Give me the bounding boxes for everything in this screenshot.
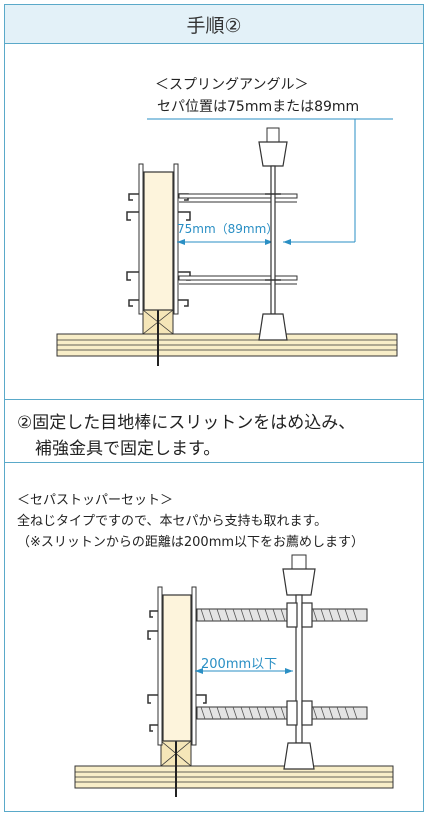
- dimension-arrow-left: [177, 239, 185, 245]
- threaded-rod-upper: [196, 608, 368, 622]
- stopper-note: 全ねじタイプですので、本セパから支持も取れます。: [17, 514, 328, 529]
- dimension-arrow-right: [265, 239, 273, 245]
- dimension-label-2: 200mm以下: [201, 657, 278, 672]
- dimension-label: 75mm（89mm）: [177, 222, 279, 236]
- stopper-diagram: [74, 554, 394, 797]
- dimension-arrow-left-2: [195, 668, 203, 674]
- step-description: ②固定した目地棒にスリットンをはめ込み、 補強金具で固定します。: [5, 399, 423, 463]
- joint-bar-2: [147, 586, 207, 746]
- step-title: 手順②: [186, 14, 242, 37]
- floor-slab-2: [74, 765, 394, 789]
- stopper-distance-note: （※スリットンからの距離は200mm以下をお薦めします）: [17, 535, 365, 550]
- instruction-panel: 手順② ＜スプリングアングル＞ セパ位置は75mmまたは89mm: [4, 4, 424, 812]
- spring-angle-label: ＜スプリングアングル＞: [155, 77, 309, 93]
- spring-angle-upper: [178, 193, 298, 203]
- step-header: 手順②: [5, 5, 423, 44]
- dimension-arrow-right-2: [285, 668, 293, 674]
- joint-bar: [126, 163, 191, 315]
- stopper-title: ＜セパストッパーセット＞: [17, 493, 174, 508]
- spring-angle-diagram: [56, 118, 398, 366]
- sepa-assembly-2: [282, 554, 316, 770]
- spring-angle-section: ＜スプリングアングル＞ セパ位置は75mmまたは89mm: [5, 44, 423, 399]
- sepa-position-label: セパ位置は75mmまたは89mm: [157, 99, 360, 115]
- spring-angle-lower: [178, 275, 298, 285]
- step-text-line2: 補強金具で固定します。: [35, 439, 221, 459]
- floor-slab: [56, 333, 398, 357]
- sepa-stopper-section: ＜セパストッパーセット＞ 全ねじタイプですので、本セパから支持も取れます。 （※…: [5, 463, 423, 811]
- threaded-rod-lower: [196, 706, 368, 720]
- leader-arrow: [283, 239, 291, 245]
- step-text-line1: ②固定した目地棒にスリットンをはめ込み、: [17, 413, 356, 433]
- sepa-assembly: [258, 127, 288, 341]
